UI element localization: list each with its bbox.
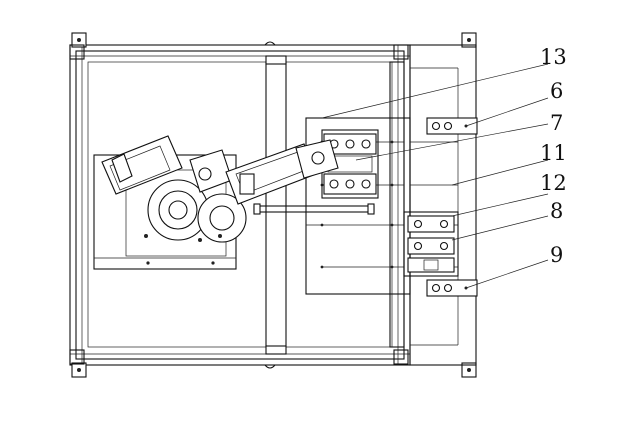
callout-6: 6 <box>550 79 563 103</box>
callout-13: 13 <box>540 45 567 69</box>
callout-8: 8 <box>550 199 563 223</box>
leader-lines <box>321 63 549 289</box>
lower-fixture <box>403 211 459 277</box>
linear-shaft <box>253 203 375 215</box>
corner-brackets <box>69 32 477 378</box>
robot-arm <box>101 135 339 243</box>
callout-12: 12 <box>540 171 567 195</box>
outer-frame <box>69 44 411 366</box>
callout-11: 11 <box>540 141 567 165</box>
callout-7: 7 <box>550 111 563 135</box>
callouts: 13 6 7 11 12 8 9 <box>540 45 567 267</box>
callout-9: 9 <box>550 243 563 267</box>
right-extension-frame <box>409 44 478 366</box>
vertical-rails <box>265 55 405 355</box>
